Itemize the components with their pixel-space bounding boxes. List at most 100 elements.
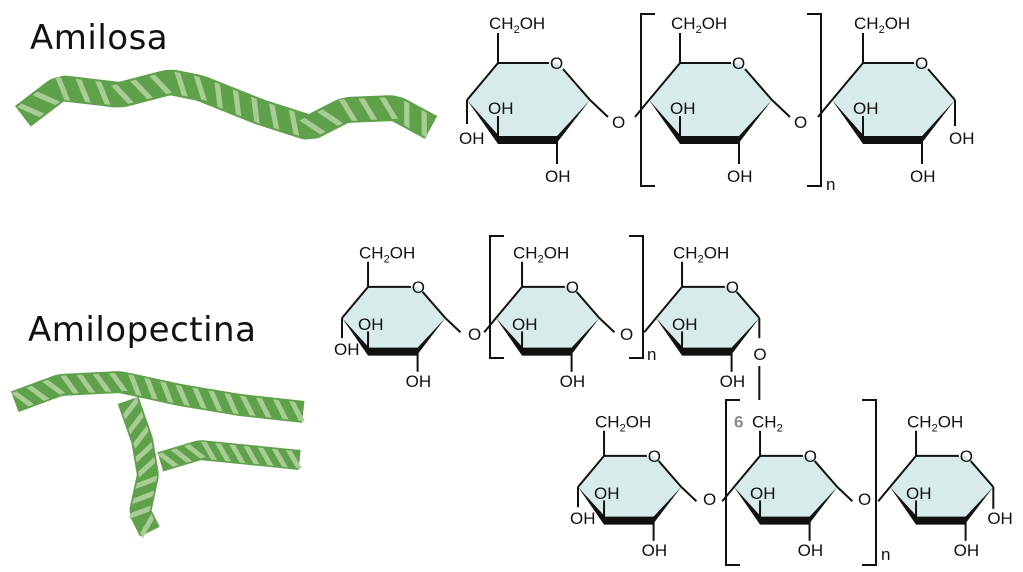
helix-stripe [174,71,188,97]
hydroxyl-label: OH [670,99,696,118]
helix-stripe [132,490,155,505]
bond [483,317,497,333]
bond [771,99,791,118]
hydroxyl-label: OH [334,340,360,359]
helix-stripe [224,393,239,415]
glycosidic-oxygen: O [753,345,766,364]
ring-oxygen: O [915,54,928,73]
helix-stripe [268,103,280,130]
bond [341,286,369,319]
bond [648,62,681,101]
helix-stripe [42,379,66,395]
helix-stripe [133,425,149,449]
ring-oxygen: O [412,278,425,297]
ch2oh-label: CH2OH [489,14,545,36]
amylopectin-helix-branch-vertical [117,396,160,539]
bond [889,455,917,488]
wedge-bond [649,100,681,144]
wedge-bond [890,487,918,525]
ring-oxygen: O [804,447,817,466]
ring-oxygen: O [566,278,579,297]
helix-stripe [144,377,158,400]
repeat-bracket-right-bottom [862,399,877,566]
wedge-bond [921,100,955,144]
helix-stripe [229,444,246,463]
bond [721,486,735,502]
bond [655,286,683,319]
bold-bond [863,136,922,144]
ch2-label: CH2 [752,412,783,434]
hydroxyl-label: OH [406,372,432,391]
ring-oxygen: O [726,278,739,297]
glycosidic-oxygen: O [794,113,807,132]
helix-stripe [243,445,260,465]
hydroxyl-label: OH [853,99,879,118]
hydroxyl-label: OH [512,315,538,334]
helix-stripe [271,448,288,468]
glycosidic-oxygen: O [468,325,481,344]
wedge-bond [556,100,590,144]
helix-stripe [26,385,50,401]
wedge-bond [578,487,606,525]
bond [733,455,761,488]
wedge-bond [808,487,838,525]
helix-stripe [10,391,35,407]
bond [969,460,995,488]
ring-oxygen: O [648,447,661,466]
bond [927,68,956,101]
wedge-bond [570,318,600,356]
bond [634,99,650,118]
hydroxyl-label: OH [545,167,571,186]
helix-stripe [338,99,358,121]
bond [817,99,833,118]
bold-bond [498,136,557,144]
helix-stripe [299,117,326,135]
repeat-bracket-left [640,13,655,187]
repeat-bracket-left-bottom [725,399,740,566]
helix-stripe [257,447,274,466]
hydroxyl-label: OH [798,541,824,560]
helix-stripe [149,74,173,95]
bond [577,455,605,488]
helix-stripe [183,444,207,459]
helix-body [14,69,438,140]
helix-stripe [159,381,174,404]
bond [495,286,523,319]
helix-stripe [208,390,223,412]
ring-fill [832,63,955,140]
helix-stripe [108,373,128,392]
hydroxyl-label: OH [910,167,936,186]
ch2oh-label: CH2OH [907,412,963,434]
helix-stripe [317,109,344,126]
hydroxyl-label: OH [594,484,620,503]
helix-stripe [128,411,144,435]
carbon-6-label: 6 [734,412,743,431]
hydroxyl-label: OH [720,372,746,391]
hydroxyl-label: OH [570,509,596,528]
bold-bond [368,347,418,356]
wedge-bond [964,487,994,525]
amylose-helix [14,69,438,140]
bond [421,291,447,319]
helix-stripe [75,78,91,103]
hydroxyl-label: OH [672,315,698,334]
ring-fill [649,63,772,140]
repeat-bracket-left-top [489,235,504,359]
bond [680,486,698,503]
hydroxyl-label: OH [949,129,975,148]
hydroxyl-label: OH [560,372,586,391]
glycosidic-oxygen: O [858,490,871,509]
bond [836,486,854,503]
hydroxyl-label: OH [459,129,485,148]
helix-stripe [193,75,208,101]
hydroxyl-label: OH [488,99,514,118]
helix-stripe [192,387,207,409]
helix-stripe [251,96,260,124]
wedge-bond [738,100,772,144]
